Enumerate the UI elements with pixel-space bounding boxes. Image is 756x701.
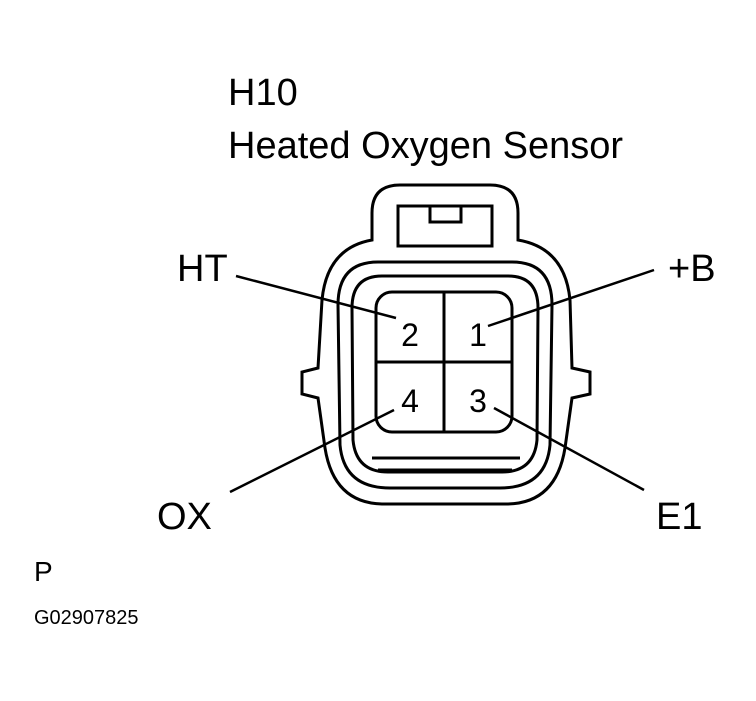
leader-line-e1 <box>493 406 645 492</box>
pin-label-ht: HT <box>177 248 228 290</box>
leader-line-b <box>487 268 655 328</box>
bottom-slot <box>372 456 520 472</box>
connector-inner-rim-2 <box>350 274 540 474</box>
connector-code: H10 <box>228 72 298 114</box>
leader-line-ox <box>229 408 395 494</box>
lock-tab <box>396 204 494 248</box>
connector-inner-rim <box>336 260 554 490</box>
pin-label-ox: OX <box>157 496 212 538</box>
figure-id: G02907825 <box>34 607 139 629</box>
view-letter: P <box>34 556 53 587</box>
lock-tab-notch <box>428 206 463 224</box>
pin-label-b: +B <box>668 248 716 290</box>
pin-number-2: 2 <box>401 317 419 353</box>
connector-name: Heated Oxygen Sensor <box>228 125 624 167</box>
pin-number-1: 1 <box>469 317 487 353</box>
pin-label-e1: E1 <box>656 496 703 538</box>
pin-number-3: 3 <box>469 383 487 419</box>
pin-number-4: 4 <box>401 383 419 419</box>
leader-line-ht <box>235 274 397 320</box>
connector-outer-shell <box>300 183 592 506</box>
